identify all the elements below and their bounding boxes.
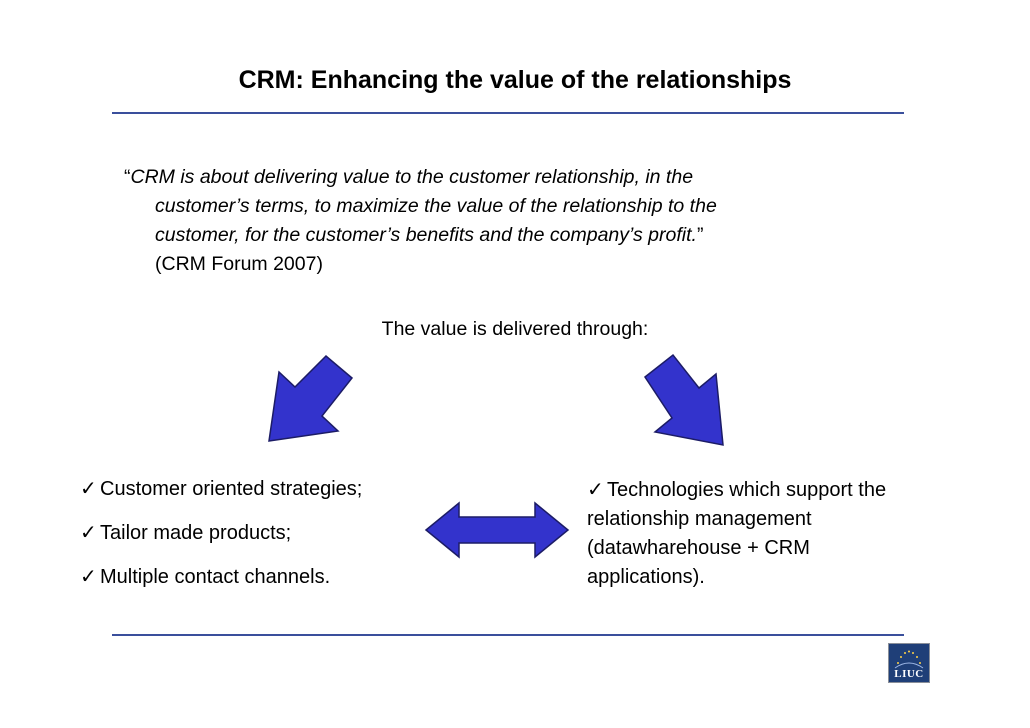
technologies-line-4: applications). (587, 566, 705, 588)
checkmark-icon: ✓ (80, 478, 97, 500)
down-left-arrow-icon (268, 354, 354, 442)
logo-stars-icon (894, 650, 924, 669)
liuc-logo: LIUC (888, 643, 930, 683)
logo-text: LIUC (894, 668, 924, 680)
technologies-line-3: (datawharehouse + CRM (587, 537, 810, 559)
technologies-line-2: relationship management (587, 508, 812, 530)
quote-line-3: customer, for the customer’s benefits an… (124, 221, 884, 250)
list-item-text: Tailor made products; (100, 522, 292, 544)
technologies-line-1: ✓Technologies which support the (587, 476, 967, 505)
list-item: ✓Customer oriented strategies; (80, 476, 362, 502)
crm-quote: “CRM is about delivering value to the cu… (124, 163, 884, 279)
quote-source: (CRM Forum 2007) (155, 253, 323, 275)
checkmark-icon: ✓ (587, 479, 604, 501)
quote-text-1: CRM is about delivering value to the cus… (130, 166, 694, 188)
checkmark-icon: ✓ (80, 566, 97, 588)
bottom-divider (112, 634, 904, 636)
checkmark-icon: ✓ (80, 522, 97, 544)
down-right-arrow-icon (643, 353, 724, 446)
slide-title: CRM: Enhancing the value of the relation… (238, 66, 792, 94)
quote-line-1: “CRM is about delivering value to the cu… (124, 163, 884, 192)
top-divider (112, 112, 904, 114)
list-item-text: Customer oriented strategies; (100, 478, 363, 500)
value-delivered-heading: The value is delivered through: (381, 318, 649, 340)
right-technologies-block: ✓Technologies which support the relation… (587, 476, 967, 592)
double-headed-arrow-icon (424, 501, 570, 559)
quote-line-2: customer’s terms, to maximize the value … (155, 195, 717, 217)
technologies-text-1: Technologies which support the (607, 479, 887, 501)
left-benefits-list: ✓Customer oriented strategies; ✓Tailor m… (80, 476, 362, 608)
quote-text-3: customer, for the customer’s benefits an… (155, 224, 697, 246)
quote-close-mark: ” (696, 224, 704, 246)
quote-open-mark: “ (124, 166, 131, 188)
list-item: ✓Tailor made products; (80, 520, 362, 546)
list-item-text: Multiple contact channels. (100, 566, 331, 588)
list-item: ✓Multiple contact channels. (80, 564, 362, 590)
